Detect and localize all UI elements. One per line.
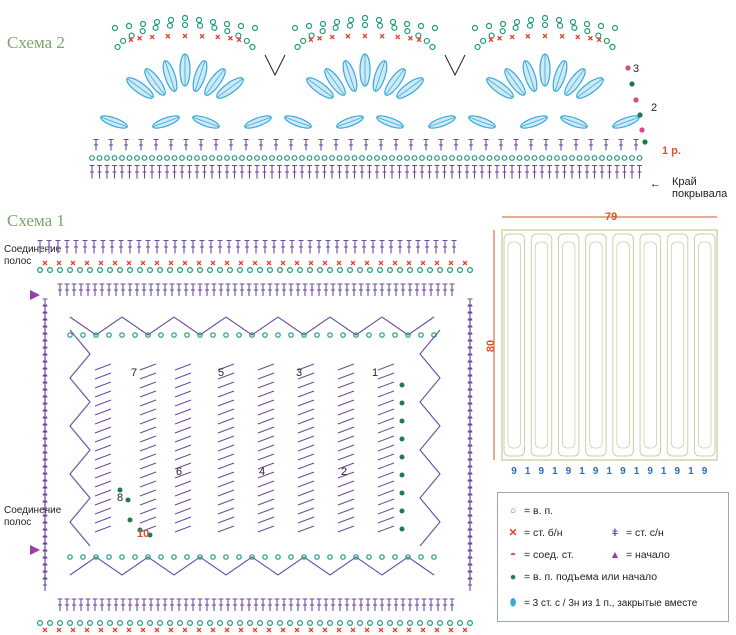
plan-segment-10: 9	[647, 466, 653, 477]
join-label-bottom: Соединение полос	[4, 505, 62, 528]
plan-segment-13: 1	[688, 466, 694, 477]
plan-height-label: 80	[485, 339, 498, 353]
scheme-2-edge-label: Край покрывала	[672, 176, 728, 200]
slip-stitch-icon: ◓	[509, 549, 517, 561]
join-label-top: Соединение полос	[4, 244, 62, 267]
legend-item-slip: ◓ = соед. ст.	[506, 549, 574, 561]
legend-item-start: ▲ = начало	[609, 549, 670, 561]
plan-width-label: 79	[605, 211, 618, 223]
row-label-2: 2	[341, 466, 348, 478]
scheme-2-title: Схема 2	[7, 33, 65, 52]
plan-segment-12: 9	[674, 466, 681, 477]
edge-arrow-icon: ←	[650, 178, 661, 190]
scheme-2-row-2-label: 2	[651, 102, 658, 114]
legend-item-double: ǂ = ст. с/н	[608, 527, 664, 539]
plan-segment-8: 9	[620, 466, 626, 477]
cluster-icon: ⬮	[509, 597, 517, 609]
scheme-2-diagram	[89, 14, 648, 179]
scheme-2-row-3-label: 3	[633, 63, 640, 75]
plan-segment-2: 9	[538, 466, 545, 477]
start-triangle-icon: ▲	[609, 549, 621, 561]
single-crochet-icon: ✕	[508, 527, 518, 539]
double-crochet-icon: ǂ	[611, 527, 619, 539]
legend-item-cluster: ⬮ = 3 ст. с / 3н из 1 п., закрытые вмест…	[506, 597, 698, 610]
plan-segment-4: 9	[565, 466, 572, 477]
scheme-2-fan-motifs	[100, 14, 648, 145]
legend-item-turning: ● = в. п. подъема или начало	[506, 571, 657, 583]
plan-segment-14: 9	[701, 466, 708, 477]
plan-segment-3: 1	[552, 466, 558, 477]
legend-item-chain: ○ = в. п.	[506, 505, 553, 517]
row-label-7: 7	[131, 367, 138, 379]
plan-segment-5: 1	[579, 466, 585, 477]
turning-chain-icon: ●	[509, 571, 517, 583]
scheme-1-stitches	[30, 239, 474, 633]
blanket-plan-strips	[493, 216, 718, 461]
blanket-plan	[493, 216, 718, 461]
row-label-4: 4	[259, 466, 266, 478]
plan-segment-0: 9	[511, 466, 517, 477]
row-label-10: 10	[137, 528, 150, 540]
legend-item-single: ✕ = ст. б/н	[506, 527, 563, 539]
chain-stitch-icon: ○	[509, 505, 517, 517]
plan-segment-11: 1	[660, 466, 667, 477]
plan-segment-7: 1	[606, 466, 613, 477]
scheme-2-base-rows	[89, 138, 643, 179]
plan-segment-6: 9	[592, 466, 599, 477]
row-label-8: 8	[117, 492, 124, 504]
row-label-6: 6	[176, 466, 183, 478]
plan-segment-1: 1	[524, 466, 531, 477]
row-label-5: 5	[218, 367, 225, 379]
scheme-1-diagram	[30, 239, 474, 633]
row-label-1: 1	[372, 367, 379, 379]
legend: ○ = в. п. ✕ = ст. б/н ǂ = ст. с/н ◓ = со…	[497, 492, 729, 622]
scheme-2-row-1-label: 1 р.	[662, 145, 681, 157]
plan-segment-9: 1	[633, 466, 640, 477]
row-label-3: 3	[296, 367, 303, 379]
scheme-1-title: Схема 1	[7, 211, 65, 230]
